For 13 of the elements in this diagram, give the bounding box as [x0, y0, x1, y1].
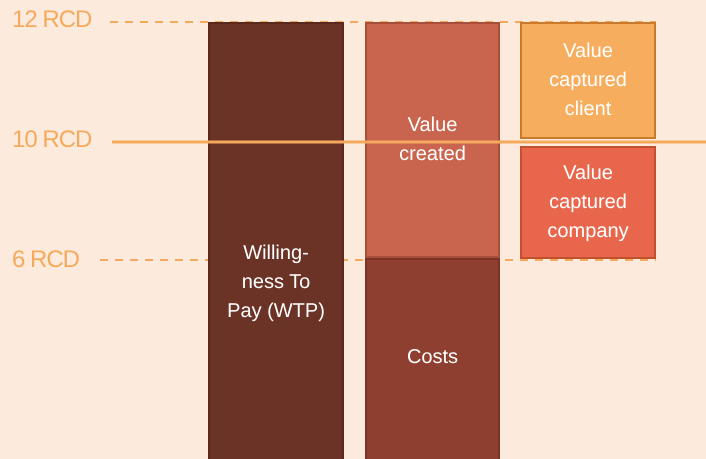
value-bar [208, 22, 344, 459]
bar-label: Value captured client [548, 39, 628, 122]
value-label: 6 RCD [12, 246, 80, 274]
value-label: 12 RCD [12, 6, 92, 34]
value-bar [520, 22, 656, 139]
bar-label: Costs [406, 344, 460, 370]
bar-label: Willing- ness To Pay (WTP) [226, 240, 326, 324]
bar-label: Value captured company [546, 161, 630, 244]
value-label: 10 RCD [12, 126, 92, 154]
bar-label: Value created [398, 113, 467, 167]
value-bar [365, 258, 500, 459]
value-bar [365, 22, 500, 258]
value-bar [520, 146, 656, 259]
